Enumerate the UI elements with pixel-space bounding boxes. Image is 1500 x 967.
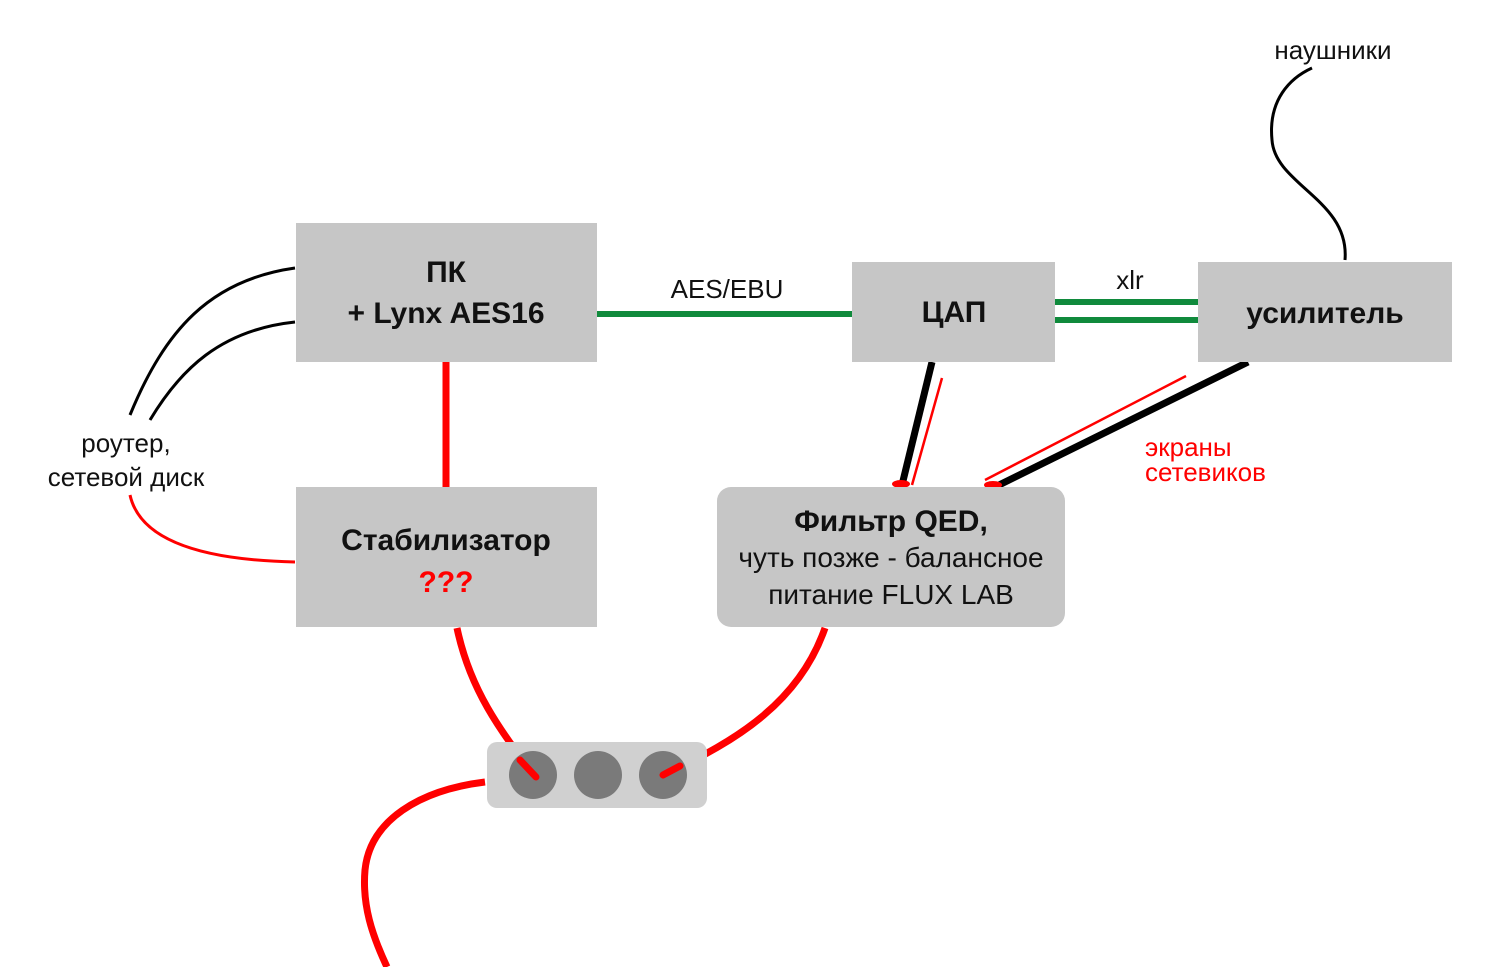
stabilizer-question: ???: [419, 566, 474, 599]
amp-shield-wire: [984, 374, 1187, 482]
stabilizer-box: [296, 487, 597, 627]
filter-title: Фильтр QED,: [794, 505, 988, 538]
xlr-label: xlr: [1116, 265, 1144, 295]
dac-box: [852, 262, 1055, 362]
aes-ebu-label: AES/EBU: [671, 274, 784, 304]
stabilizer-title: Стабилизатор: [341, 524, 551, 557]
filter-plug: [659, 762, 684, 779]
mains-cable: [360, 778, 486, 967]
amp-power-cable: [993, 358, 1250, 491]
router-power-cable: [128, 494, 296, 564]
router-label-2: сетевой диск: [48, 462, 205, 492]
router-cable-2: [148, 320, 296, 421]
filter-box: [717, 487, 1065, 627]
router-label-1: роутер,: [81, 428, 170, 458]
filter-line-3: питание FLUX LAB: [768, 579, 1014, 610]
strip-socket-2: [574, 751, 622, 799]
headphones-label: наушники: [1274, 35, 1391, 65]
dac-shield-wire: [910, 377, 944, 486]
router-cable-1: [128, 266, 296, 416]
shields-label-1: экраны: [1145, 432, 1232, 462]
filter-line-2: чуть позже - балансное: [738, 542, 1043, 573]
pc-title: ПК: [426, 256, 467, 289]
stabilizer-plug: [516, 756, 540, 781]
dac-power-cable: [898, 361, 936, 486]
dac-plug: [892, 480, 910, 488]
amp-title: усилитель: [1246, 297, 1403, 330]
shields-label-2: сетевиков: [1145, 457, 1266, 487]
headphones-cable: [1270, 66, 1347, 261]
dac-title: ЦАП: [922, 296, 987, 329]
amp-box: [1198, 262, 1452, 362]
pc-box: [296, 223, 597, 362]
pc-subtitle: + Lynx AES16: [347, 297, 544, 330]
